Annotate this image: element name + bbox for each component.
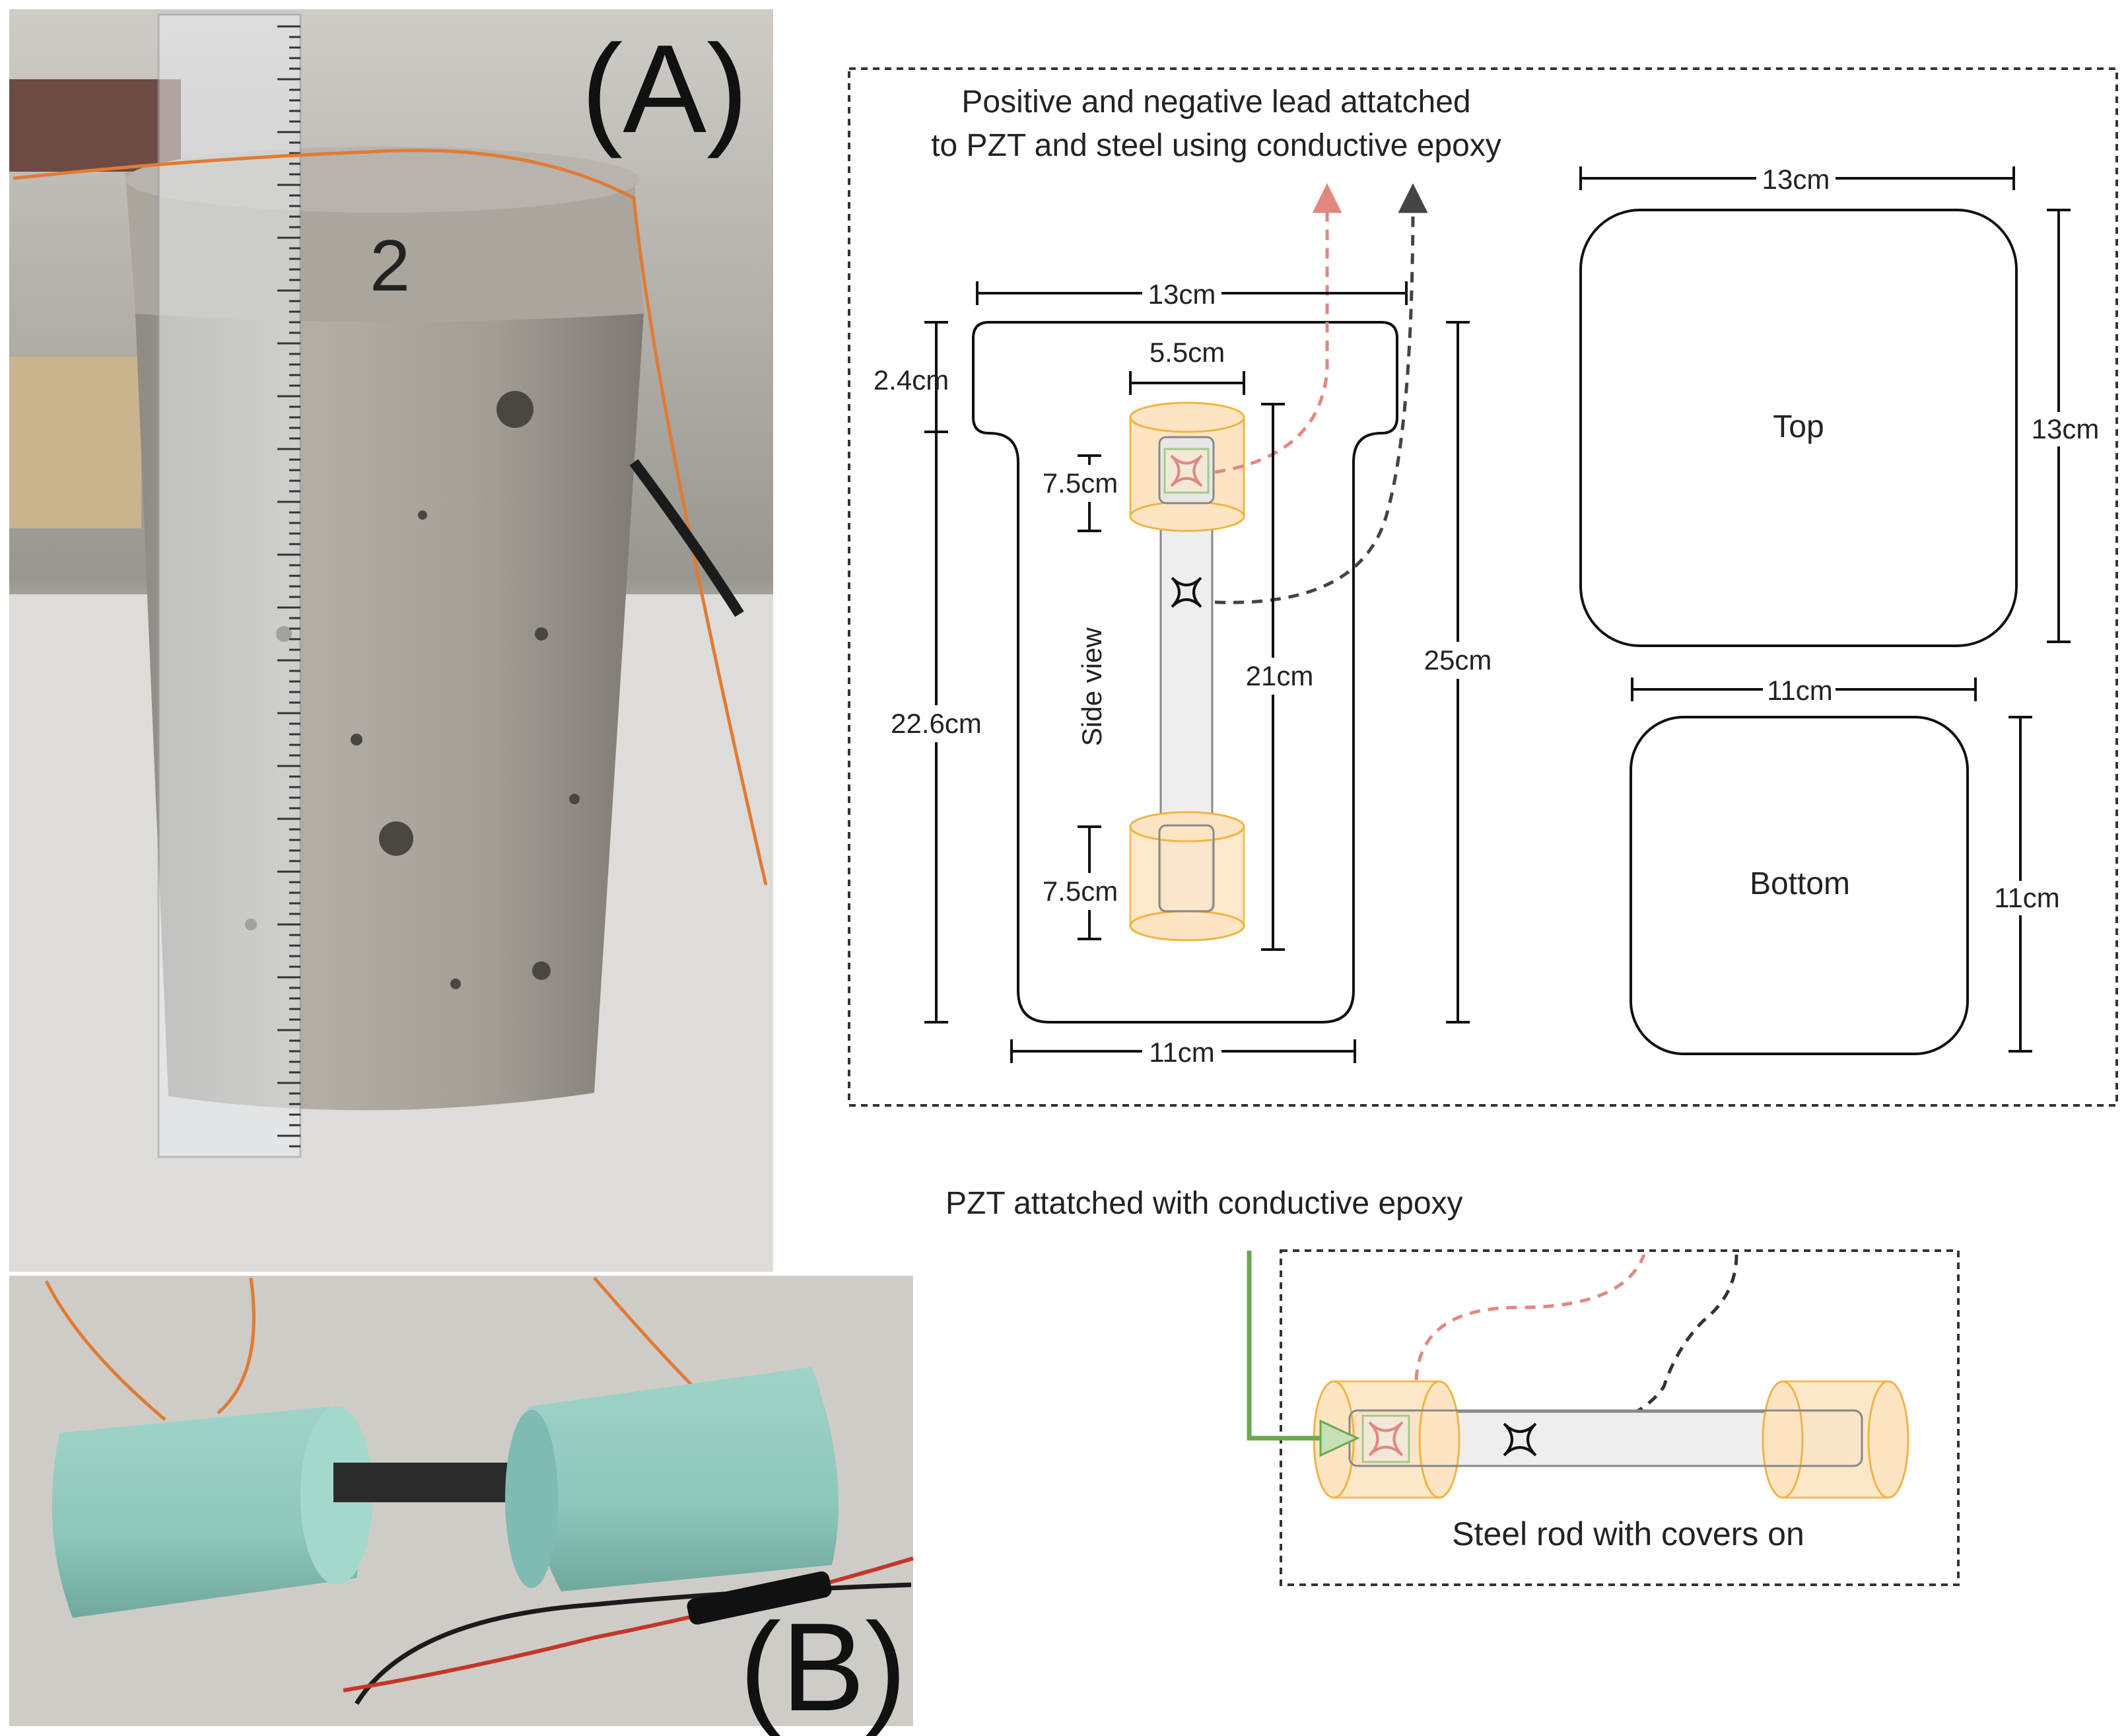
specimen-mark: 2 bbox=[370, 225, 410, 306]
pzt-pointer bbox=[1247, 1251, 1347, 1441]
orange-lead-wire-b3 bbox=[593, 1276, 701, 1395]
right-cover-detail bbox=[1762, 1380, 1909, 1499]
negative-lead-detail bbox=[1544, 1254, 1738, 1441]
positive-lead-detail bbox=[1414, 1254, 1646, 1381]
lead-caption-line2: to PZT and steel using conductive epoxy bbox=[931, 128, 1501, 163]
dim-body-height: 22.6cm bbox=[891, 708, 982, 739]
steel-contact-detail bbox=[1503, 1422, 1537, 1457]
schematic-panel: Positive and negative lead attatched to … bbox=[848, 67, 2118, 1107]
bottom-face-height: 11cm bbox=[1994, 882, 2060, 913]
background-desk bbox=[9, 357, 141, 528]
black-lead-wire-a bbox=[629, 459, 744, 617]
rod-detail-dashed-frame bbox=[1280, 1249, 1960, 1586]
photo-a: 2 (A) bbox=[9, 9, 773, 1272]
left-sensor-cover-b bbox=[51, 1406, 360, 1618]
top-face-label: Top bbox=[1773, 409, 1824, 444]
pzt-sensor-side bbox=[1163, 448, 1210, 494]
rod-bottom-end-side bbox=[1158, 824, 1215, 913]
schematic-dashed-frame bbox=[848, 67, 2118, 1107]
transparent-ruler bbox=[157, 13, 302, 1158]
bottom-face-width: 11cm bbox=[1767, 675, 1833, 706]
orange-lead-wire-b1 bbox=[44, 1280, 166, 1421]
dim-rod-length: 21cm bbox=[1246, 660, 1314, 691]
top-face-width: 13cm bbox=[1762, 164, 1830, 195]
rod-detail-panel: PZT attatched with conductive epoxy Stee… bbox=[945, 1186, 1960, 1586]
bottom-face-label: Bottom bbox=[1750, 866, 1850, 901]
pzt-pointer-head bbox=[1319, 1419, 1360, 1457]
steel-contact-side bbox=[1171, 576, 1202, 608]
panel-label-a: (A) bbox=[581, 19, 748, 159]
orange-lead-wire-b2 bbox=[217, 1277, 256, 1414]
pzt-caption: PZT attatched with conductive epoxy bbox=[945, 1186, 1463, 1221]
positive-lead-side bbox=[1214, 183, 1342, 474]
panel-label-b: (B) bbox=[739, 1597, 907, 1736]
dim-total-height: 25cm bbox=[1424, 644, 1492, 676]
dim-cover-width: 5.5cm bbox=[1150, 337, 1225, 368]
dim-lower-cover-height: 7.5cm bbox=[1043, 876, 1118, 907]
side-view-label: Side view bbox=[1076, 627, 1107, 746]
electrical-tape-b bbox=[687, 1571, 832, 1625]
background-shelf bbox=[9, 79, 181, 172]
dimension-labels-side: 13cm 11cm 2.4cm 22.6cm 25cm 5.5cm 7.5cm … bbox=[874, 276, 1499, 1068]
pzt-sensor-detail bbox=[1361, 1414, 1410, 1463]
ruler-ticks bbox=[277, 25, 300, 1148]
lead-caption-line1: Positive and negative lead attatched bbox=[961, 85, 1470, 120]
photo-b: (B) bbox=[9, 1276, 914, 1736]
top-face-height: 13cm bbox=[2032, 413, 2100, 444]
rod-detail-caption: Steel rod with covers on bbox=[1452, 1515, 1804, 1552]
right-sensor-cover-b bbox=[525, 1367, 839, 1591]
lower-cover-side bbox=[1129, 811, 1245, 942]
right-cover-end-b bbox=[505, 1410, 558, 1588]
dim-bottom-width: 11cm bbox=[1149, 1037, 1215, 1068]
bottom-face-outline bbox=[1630, 716, 1969, 1055]
dim-top-width: 13cm bbox=[1148, 279, 1216, 310]
top-face-outline bbox=[1579, 209, 2018, 647]
dim-head-height: 2.4cm bbox=[874, 365, 949, 396]
dim-upper-cover-height: 7.5cm bbox=[1043, 468, 1118, 499]
negative-lead-side bbox=[1214, 183, 1428, 604]
